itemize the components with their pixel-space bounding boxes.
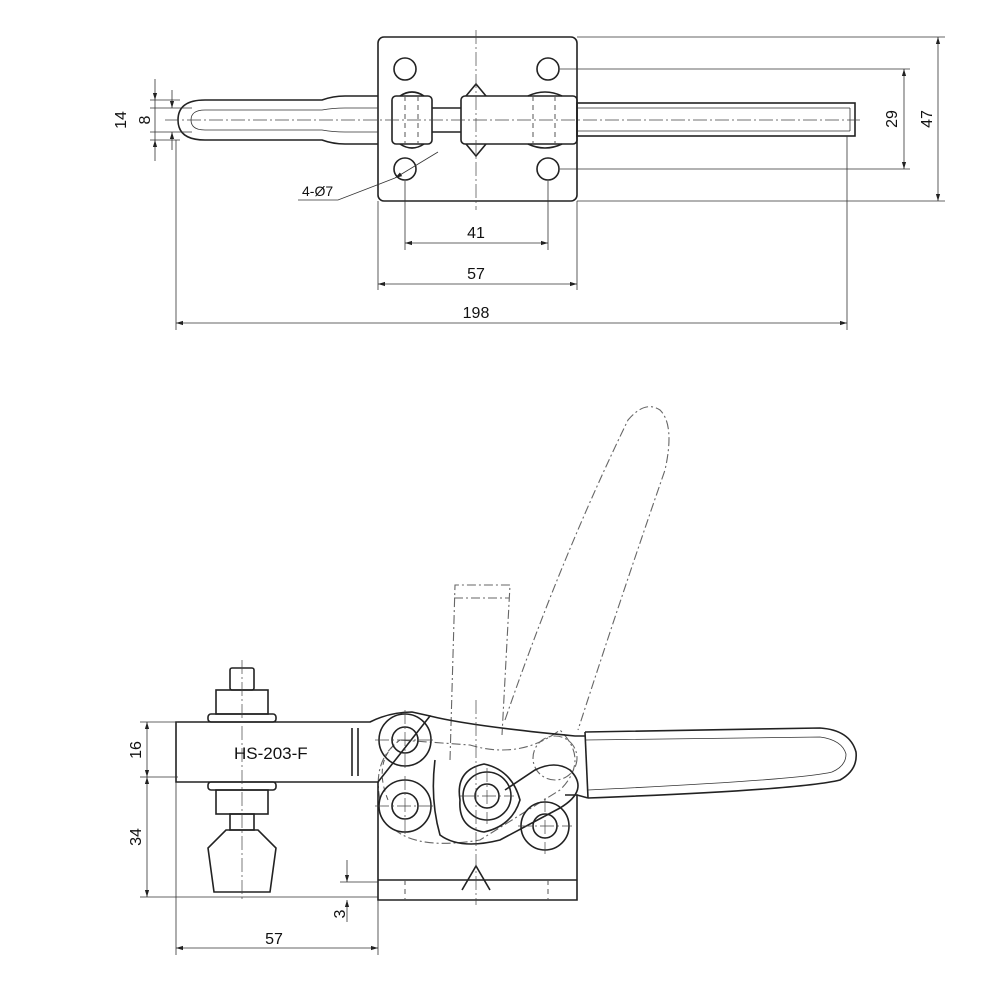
linkage-plate bbox=[432, 759, 579, 845]
handle-open-position-phantom bbox=[504, 406, 670, 731]
pivot-phantom bbox=[532, 735, 578, 781]
spindle-pressure-tip bbox=[207, 829, 277, 893]
dim-handle-width: 14 bbox=[113, 111, 130, 129]
model-label: HS-203-F bbox=[234, 744, 308, 763]
linkage-phantom bbox=[377, 729, 576, 844]
dim-base-width: 57 bbox=[467, 266, 485, 283]
link-lever bbox=[458, 763, 521, 833]
dim-hole-pitch-x: 41 bbox=[467, 225, 485, 242]
handle bbox=[584, 727, 857, 799]
pivot-cap bbox=[399, 91, 425, 149]
pivot-cap bbox=[527, 91, 563, 149]
base-plate bbox=[377, 36, 578, 202]
clamp-arm bbox=[175, 711, 432, 783]
handle-end bbox=[584, 731, 589, 799]
hole-callout: 4-Ø7 bbox=[302, 183, 333, 199]
handle-grip-inner bbox=[584, 736, 847, 791]
leader-line bbox=[298, 177, 396, 201]
frame-top-edge bbox=[429, 715, 585, 737]
hidden-line bbox=[381, 739, 401, 801]
mounting-hole bbox=[393, 57, 417, 81]
arm-open-position-phantom bbox=[449, 584, 511, 761]
dim-arm-height: 16 bbox=[128, 741, 145, 759]
mounting-hole bbox=[536, 57, 560, 81]
frame-body bbox=[377, 782, 578, 901]
dim-reach: 57 bbox=[265, 931, 283, 948]
mounting-hole bbox=[393, 157, 417, 181]
dim-overall-length: 198 bbox=[463, 305, 490, 322]
dim-handle-inner: 8 bbox=[137, 115, 154, 124]
side-view: HS-203-F bbox=[128, 406, 857, 955]
top-view: 14 8 29 47 41 57 198 4-Ø7 bbox=[113, 30, 945, 330]
leader-line bbox=[394, 151, 439, 179]
dim-base-thickness: 3 bbox=[332, 909, 349, 918]
mounting-hole bbox=[536, 157, 560, 181]
dim-spindle-height: 34 bbox=[128, 828, 145, 846]
dim-base-depth: 47 bbox=[919, 110, 936, 128]
handle-joint bbox=[576, 794, 589, 799]
dim-hole-pitch-y: 29 bbox=[884, 110, 901, 128]
